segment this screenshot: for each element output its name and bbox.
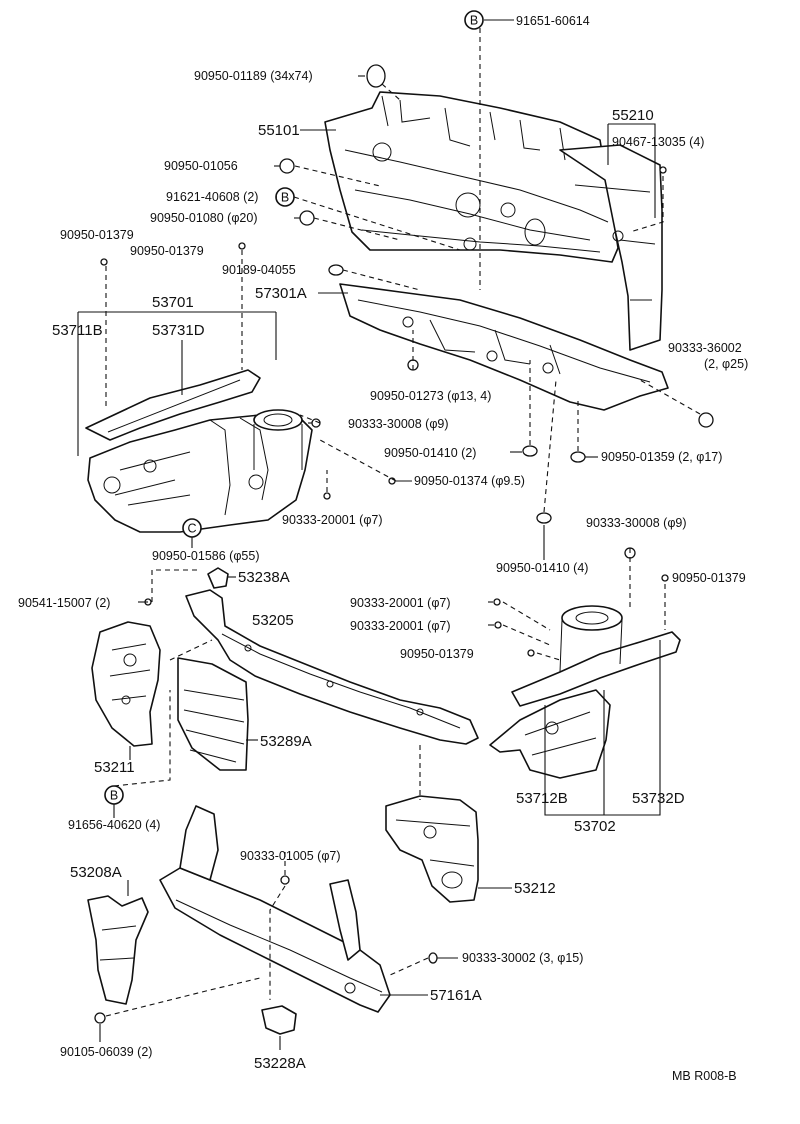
marker-b-mid-text: B [281, 191, 289, 205]
part-label-90950-01379-a: 90950-01379 [60, 228, 134, 242]
part-label-55101: 55101 [258, 122, 300, 139]
headlamp-support-53212 [385, 795, 479, 903]
part-label-57161A: 57161A [430, 987, 482, 1004]
part-label-90950-01379-c: 90950-01379 [672, 571, 746, 585]
cowl-panel-55210 [559, 144, 663, 351]
part-label-90333-36002: 90333-36002 [668, 341, 742, 355]
part-label-53711B: 53711B [52, 322, 103, 339]
part-label-90467-13035: 90467-13035 (4) [612, 135, 704, 149]
part-label-91621-40608: 91621-40608 (2) [166, 190, 258, 204]
part-label-53712B: 53712B [516, 790, 568, 807]
part-label-53701: 53701 [152, 294, 194, 311]
part-label-90950-01410-b: 90950-01410 (4) [496, 561, 588, 575]
marker-b-low-text: B [110, 789, 118, 803]
apron-assembly-53702 [489, 605, 681, 779]
marker-b-top-text: B [470, 14, 478, 28]
assembly-lines [105, 28, 701, 1017]
headlamp-support-53211 [91, 621, 161, 747]
part-label-53238A: 53238A [238, 569, 290, 586]
radiator-support-upper-53205 [185, 589, 479, 745]
baffle-53289A [177, 657, 249, 771]
part-label-90189-04055: 90189-04055 [222, 263, 296, 277]
radiator-support-lower-57161A [159, 805, 391, 1013]
marker-c-text: C [187, 522, 196, 536]
dash-panel-55101 [324, 91, 619, 263]
clip-53238A [207, 567, 229, 589]
part-label-90333-30008-b: 90333-30008 (φ9) [586, 516, 687, 530]
dash-member-57301A [339, 283, 669, 411]
fasteners [94, 64, 714, 1024]
part-label-90333-20001-b: 90333-20001 (φ7) [350, 596, 451, 610]
part-label-90950-01379-b: 90950-01379 [130, 244, 204, 258]
part-label-57301A: 57301A [255, 285, 307, 302]
apron-assembly-53701 [85, 369, 313, 533]
part-label-90333-20001-c: 90333-20001 (φ7) [350, 619, 451, 633]
part-label-53205: 53205 [252, 612, 294, 629]
part-label-53211: 53211 [94, 759, 135, 776]
part-label-90950-01359: 90950-01359 (2, φ17) [601, 450, 722, 464]
part-label-90105-06039: 90105-06039 (2) [60, 1045, 152, 1059]
bracket-53228A [261, 1005, 297, 1035]
part-label-53702: 53702 [574, 818, 616, 835]
part-label-53732D: 53732D [632, 790, 685, 807]
part-label-90950-01410-a: 90950-01410 (2) [384, 446, 476, 460]
part-label-90950-01080: 90950-01080 (φ20) [150, 211, 258, 225]
part-label-53289A: 53289A [260, 733, 312, 750]
leader-lines [77, 19, 661, 1050]
part-label-90950-01379-d: 90950-01379 [400, 647, 474, 661]
part-label-53212: 53212 [514, 880, 556, 897]
part-label-53731D: 53731D [152, 322, 205, 339]
part-label-55210: 55210 [612, 107, 654, 124]
part-label-90333-36002-qty: (2, φ25) [704, 357, 748, 371]
part-label-90950-01056: 90950-01056 [164, 159, 238, 173]
part-label-90950-01273: 90950-01273 (φ13, 4) [370, 389, 491, 403]
footer-code: MB R008-B [672, 1069, 737, 1083]
part-label-91656-40620: 91656-40620 (4) [68, 818, 160, 832]
part-label-90950-01586: 90950-01586 (φ55) [152, 549, 260, 563]
part-label-90333-01005: 90333-01005 (φ7) [240, 849, 341, 863]
part-label-90950-01374: 90950-01374 (φ9.5) [414, 474, 525, 488]
bracket-53208A [87, 895, 149, 1005]
part-label-53228A: 53228A [254, 1055, 306, 1072]
part-label-90541-15007: 90541-15007 (2) [18, 596, 110, 610]
part-label-91651-60614: 91651-60614 [516, 14, 590, 28]
part-label-53208A: 53208A [70, 864, 122, 881]
part-label-90950-01189: 90950-01189 (34x74) [194, 69, 313, 83]
part-label-90333-30008-a: 90333-30008 (φ9) [348, 417, 449, 431]
marker-b-top [464, 10, 484, 30]
part-label-90333-30002: 90333-30002 (3, φ15) [462, 951, 583, 965]
part-label-90333-20001-a: 90333-20001 (φ7) [282, 513, 383, 527]
